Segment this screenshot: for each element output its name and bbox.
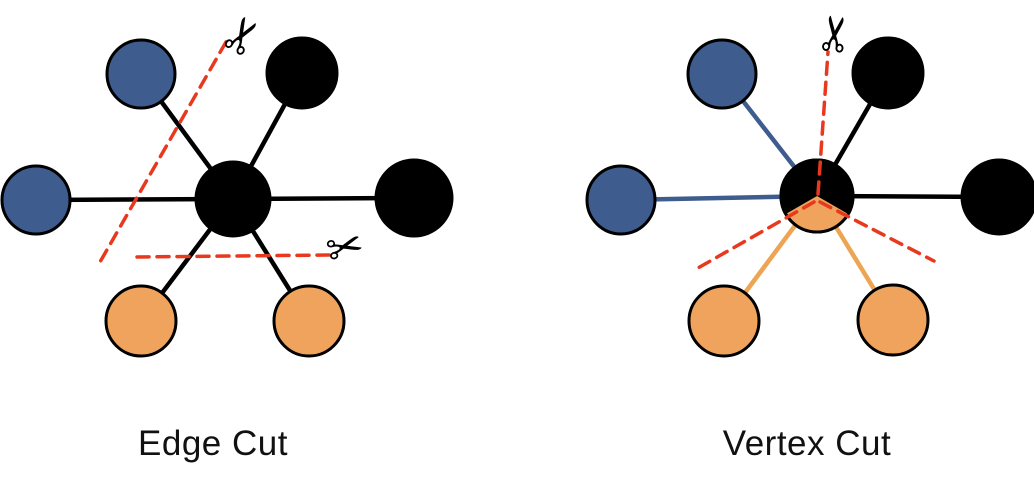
cut-line xyxy=(818,200,936,263)
node-orange-bottom-left xyxy=(687,284,761,358)
node-black-right xyxy=(960,158,1034,236)
node-center-edge-cut xyxy=(194,160,272,238)
edge-cut-label: Edge Cut xyxy=(138,424,288,463)
vertex-cut-graph: ✂ xyxy=(585,11,1034,358)
center-node-wedge xyxy=(785,196,849,233)
node-blue-left xyxy=(0,164,72,236)
cut-line xyxy=(816,50,830,196)
node-orange-bottom-right xyxy=(272,284,346,358)
node-black-top-right xyxy=(265,36,339,110)
center-node-outline xyxy=(779,158,855,234)
node-blue-top-left xyxy=(105,38,177,110)
vertex-cut-label: Vertex Cut xyxy=(722,424,892,463)
cut-line xyxy=(98,40,228,264)
node-orange-bottom-right xyxy=(856,283,930,357)
node-orange-bottom-left xyxy=(104,284,178,358)
scissors-icon: ✂ xyxy=(321,219,370,278)
node-blue-top-left xyxy=(686,38,758,110)
node-blue-left xyxy=(585,164,657,236)
scissors-icon: ✂ xyxy=(806,11,866,58)
node-black-right xyxy=(374,158,454,238)
scissors-icon: ✂ xyxy=(209,5,278,68)
edge-cut-graph: ✂✂ xyxy=(0,5,454,358)
cut-line xyxy=(696,200,816,270)
node-black-top-right xyxy=(851,36,925,110)
cut-line xyxy=(135,253,332,259)
